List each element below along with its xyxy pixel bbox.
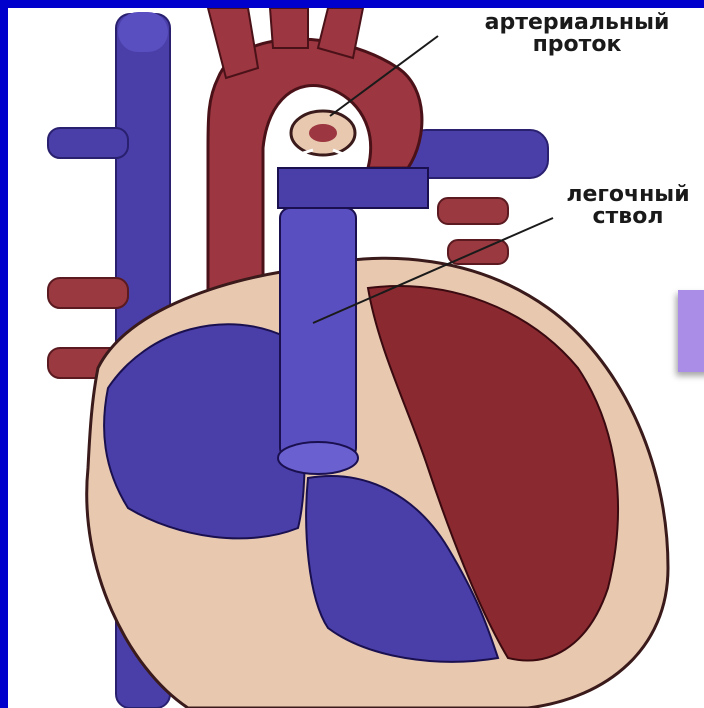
aorta-branch-2: [270, 8, 308, 48]
label-ductus-line-1: артериальный: [452, 12, 702, 34]
label-ductus-arteriosus: артериальный проток: [452, 12, 702, 56]
label-trunk-line-1: легочный: [548, 184, 704, 206]
pulmonary-trunk-shape: [280, 208, 356, 458]
vena-cava-top: [118, 12, 168, 52]
left-vessel-upper: [48, 278, 128, 308]
pulmonary-valve: [278, 442, 358, 474]
ductus-inner: [309, 124, 337, 142]
heart-illustration: [8, 8, 704, 708]
aorta-branch-1: [208, 8, 258, 78]
left-vein-branch: [48, 128, 128, 158]
right-red-vessel-1: [438, 198, 508, 224]
label-trunk-line-2: ствол: [548, 206, 704, 228]
partial-callout-box: [678, 290, 704, 372]
label-pulmonary-trunk: легочный ствол: [548, 184, 704, 228]
pulmonary-trunk-top: [278, 168, 428, 208]
illustration-panel: артериальный проток легочный ствол: [8, 8, 704, 708]
label-ductus-line-2: проток: [452, 34, 702, 56]
